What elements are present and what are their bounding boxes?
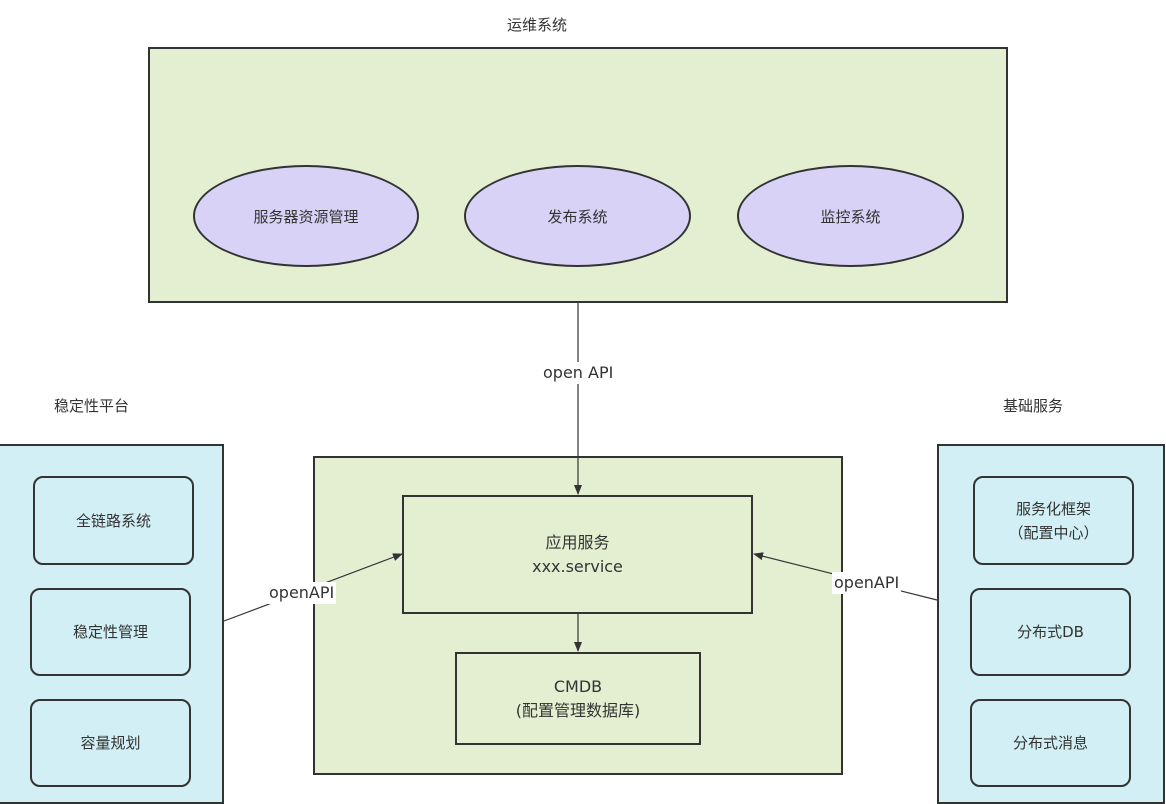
cmdb-box: CMDB (配置管理数据库) [455,652,701,745]
distributed-db-label: 分布式DB [1017,623,1084,641]
full-link-system-label: 全链路系统 [75,511,151,530]
monitoring-system-ellipse: 监控系统 [737,165,964,267]
service-framework-box: 服务化框架 （配置中心） [973,476,1134,565]
distributed-message-box: 分布式消息 [970,699,1131,787]
release-system-label: 发布系统 [547,207,608,226]
left-edge-label: openAPI [267,582,337,604]
release-system-ellipse: 发布系统 [464,165,691,267]
service-framework-line2: （配置中心） [1008,523,1099,542]
cmdb-line2: (配置管理数据库) [515,700,641,720]
app-service-line2: xxx.service [532,556,623,576]
stability-platform-title: 稳定性平台 [54,397,130,415]
app-service-line1: 应用服务 [545,532,610,552]
app-service-box: 应用服务 xxx.service [402,495,753,614]
full-link-system-box: 全链路系统 [33,476,194,565]
distributed-message-label: 分布式消息 [1012,734,1088,752]
basic-services-title: 基础服务 [1003,397,1064,415]
server-resource-ellipse: 服务器资源管理 [193,165,419,267]
ops-system-title: 运维系统 [507,16,568,34]
service-framework-line1: 服务化框架 [1015,499,1091,518]
capacity-planning-box: 容量规划 [30,699,191,787]
stability-management-label: 稳定性管理 [72,623,148,641]
top-edge-label: open API [541,362,616,384]
capacity-planning-label: 容量规划 [80,734,141,752]
server-resource-label: 服务器资源管理 [253,207,359,226]
cmdb-line1: CMDB [553,676,603,696]
stability-management-box: 稳定性管理 [30,588,191,676]
monitoring-system-label: 监控系统 [820,207,881,226]
distributed-db-box: 分布式DB [970,588,1131,676]
right-edge-label: openAPI [832,572,902,594]
